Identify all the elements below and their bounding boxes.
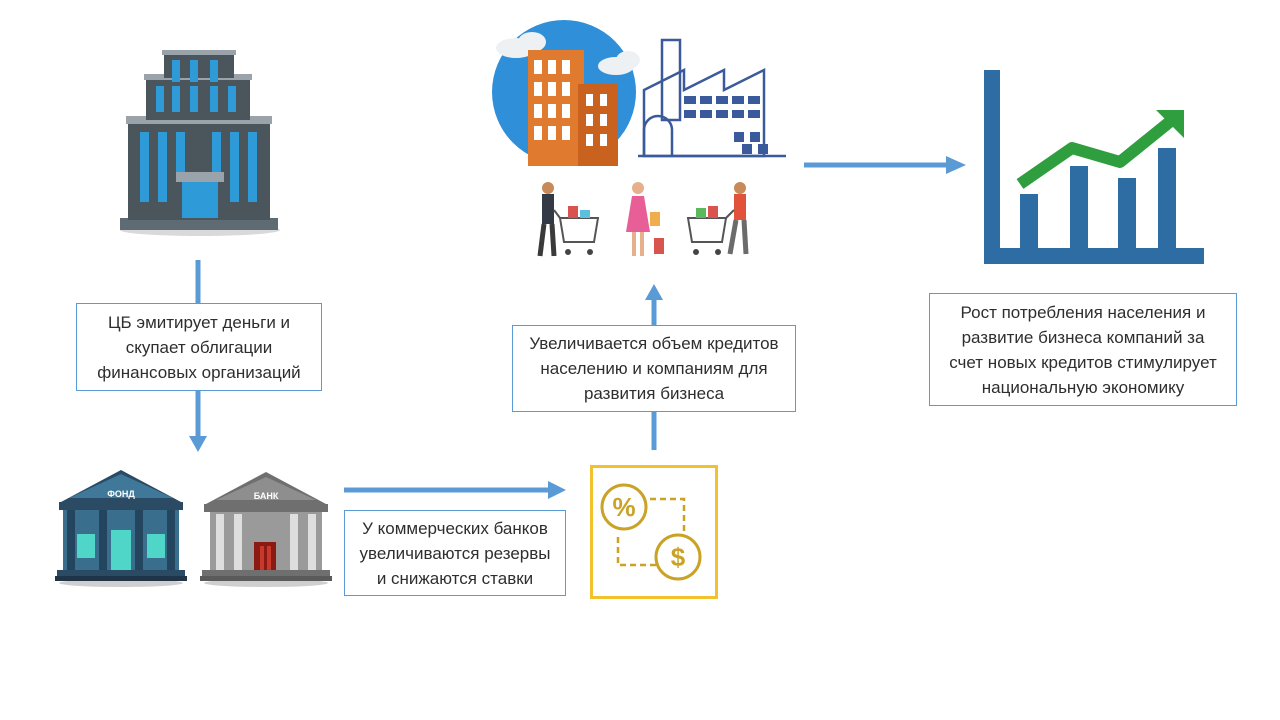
- svg-text:$: $: [671, 542, 686, 572]
- credit-volume-line-1: Увеличивается объем кредитов: [529, 334, 779, 353]
- banks-reserves-box: У коммерческих банков увеличиваются резе…: [344, 510, 566, 596]
- svg-text:%: %: [612, 492, 635, 522]
- banks-reserves-line-1: У коммерческих банков: [362, 518, 548, 538]
- cb-emits-line-1: ЦБ эмитирует деньги и: [107, 312, 291, 332]
- bank-label: БАНК: [254, 491, 279, 501]
- fund-building-icon: ФОНД: [55, 470, 187, 587]
- growth-box: Рост потребления населения и развитие би…: [929, 293, 1237, 406]
- percent-dollar-exchange-icon: % $: [590, 465, 718, 599]
- growth-line-2: развитие бизнеса компаний за: [961, 327, 1205, 347]
- growth-line-1: Рост потребления населения и: [960, 302, 1206, 322]
- skyscraper-icon: [120, 50, 280, 236]
- city-factory-icon: [492, 20, 786, 166]
- growth-line-4: национальную экономику: [981, 377, 1185, 397]
- cb-emits-line-2: скупает облигации: [125, 337, 273, 357]
- fund-label: ФОНД: [107, 489, 135, 499]
- banks-reserves-line-3: и снижаются ставки: [376, 568, 534, 588]
- banks-reserves-line-2: увеличиваются резервы: [359, 543, 551, 563]
- shoppers-icon: [537, 182, 749, 257]
- cb-emits-box: ЦБ эмитирует деньги и скупает облигации …: [76, 303, 322, 391]
- bank-building-icon: БАНК: [200, 472, 332, 587]
- growth-line-3: счет новых кредитов стимулирует: [949, 352, 1217, 372]
- growth-chart-icon: [984, 70, 1204, 264]
- credit-volume-box: Увеличивается объем кредитов населению и…: [512, 325, 796, 412]
- credit-volume-line-3: развития бизнеса: [583, 384, 725, 403]
- cb-emits-line-3: финансовых организаций: [97, 362, 301, 382]
- credit-volume-line-2: населению и компаниям для: [540, 359, 768, 378]
